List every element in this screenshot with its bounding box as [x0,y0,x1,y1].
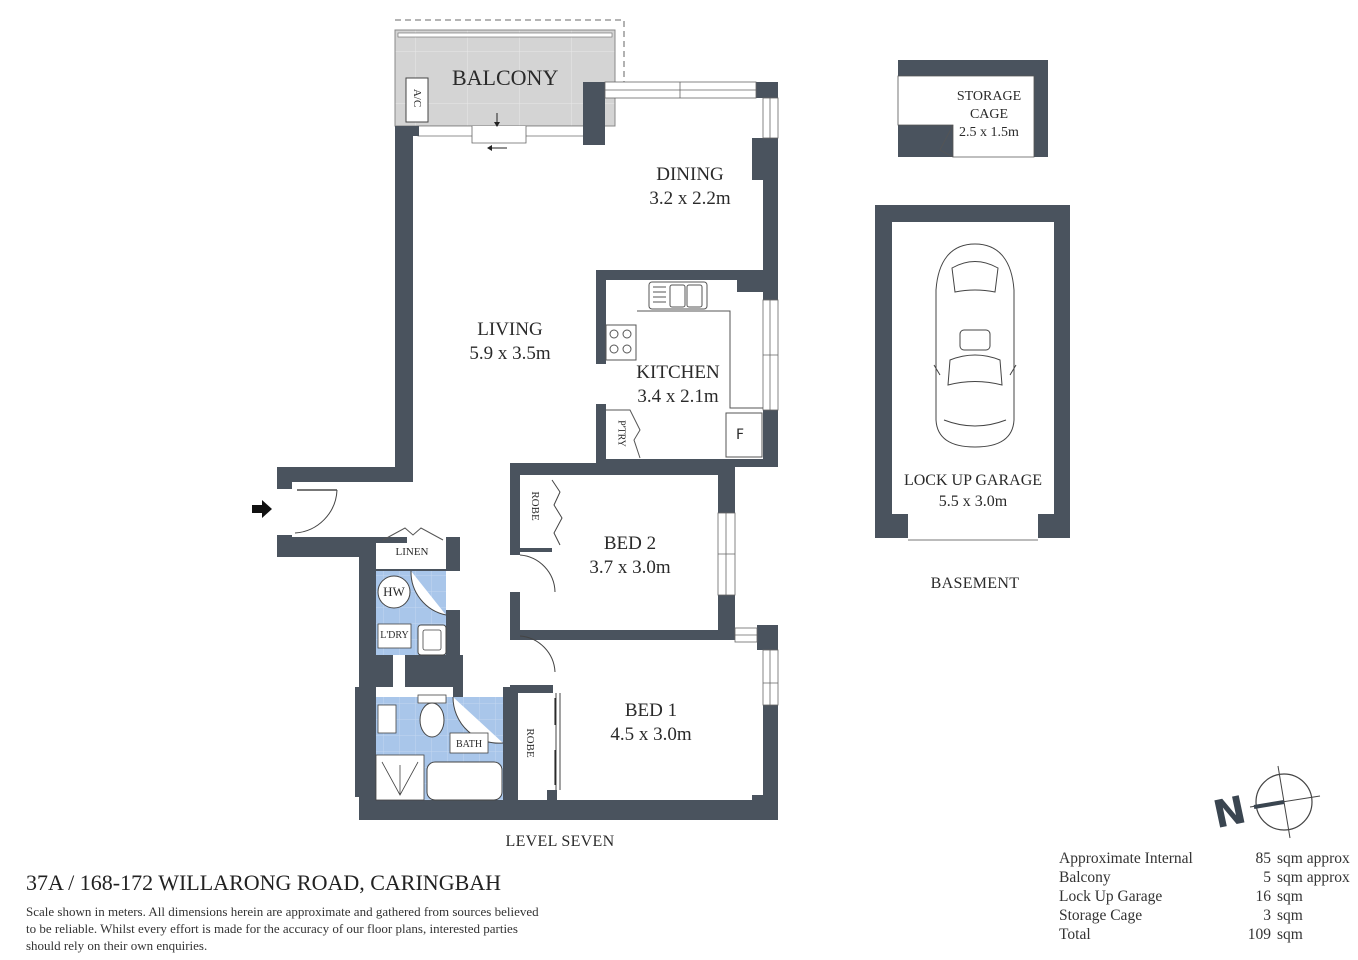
north-compass-icon: N [1209,765,1321,839]
living-dims: 5.9 x 3.5m [469,343,551,364]
balcony-label: BALCONY [452,65,559,90]
living-label: LIVING [477,319,543,340]
bathroom-area [375,687,504,801]
linen-label: LINEN [395,546,429,558]
storage-name-line2: CAGE [969,107,1009,122]
storage-name-line1: STORAGE [956,89,1022,104]
garage-dims: 5.5 x 3.0m [938,493,1008,510]
hot-water-label: HW [383,584,405,599]
disclaimer-text: Scale shown in meters. All dimensions he… [26,904,539,953]
bed2-doors [519,479,563,790]
kitchen-dims: 3.4 x 2.1m [637,386,719,407]
area-row: Lock Up Garage 16 sqm [1059,888,1303,905]
storage-dims: 2.5 x 1.5m [959,125,1019,140]
laundry-label: L'DRY [380,630,409,641]
area-row: Approximate Internal 85 sqm approx [1059,850,1350,867]
area-row: Balcony 5 sqm approx [1059,869,1350,886]
bed2-label: BED 2 [603,533,657,554]
car-icon [933,243,1017,448]
bed2-dims: 3.7 x 3.0m [589,557,671,578]
property-address: 37A / 168-172 WILLARONG ROAD, CARINGBAH [26,870,502,895]
kitchen-label: KITCHEN [636,362,720,383]
dining-dims: 3.2 x 2.2m [649,188,731,209]
level-seven-label: LEVEL SEVEN [505,833,615,850]
area-row: Storage Cage 3 sqm [1059,907,1303,924]
ac-label: A/C [411,88,423,108]
windows [604,81,779,706]
kitchen-fixtures [605,281,763,459]
storage-cage [897,60,1048,158]
pantry-label: P'TRY [615,420,627,447]
bed1-label: BED 1 [624,700,678,721]
lock-up-garage [875,205,1070,541]
basement-label: BASEMENT [930,575,1020,592]
dining-label: DINING [656,164,724,185]
entry-arrow-icon [252,500,272,518]
storage-cage-label: STORAGE CAGE 2.5 x 1.5m [940,88,1038,142]
bed2-robe-label: ROBE [529,491,541,521]
entry-door [252,489,338,534]
garage-label: LOCK UP GARAGE 5.5 x 3.0m [892,470,1054,512]
area-summary-table: Approximate Internal 85 sqm approx Balco… [1059,849,1350,944]
bed1-dims: 4.5 x 3.0m [610,724,692,745]
svg-text:N: N [1209,787,1249,837]
bed1-robe-label: ROBE [524,728,536,758]
fridge-label: F [735,427,745,443]
bath-label: BATH [455,739,483,750]
garage-name: LOCK UP GARAGE [903,472,1043,489]
linen-cupboard [376,527,446,569]
area-row: Total 109 sqm [1059,926,1303,943]
balcony-area [394,19,625,151]
laundry-area [376,570,447,656]
